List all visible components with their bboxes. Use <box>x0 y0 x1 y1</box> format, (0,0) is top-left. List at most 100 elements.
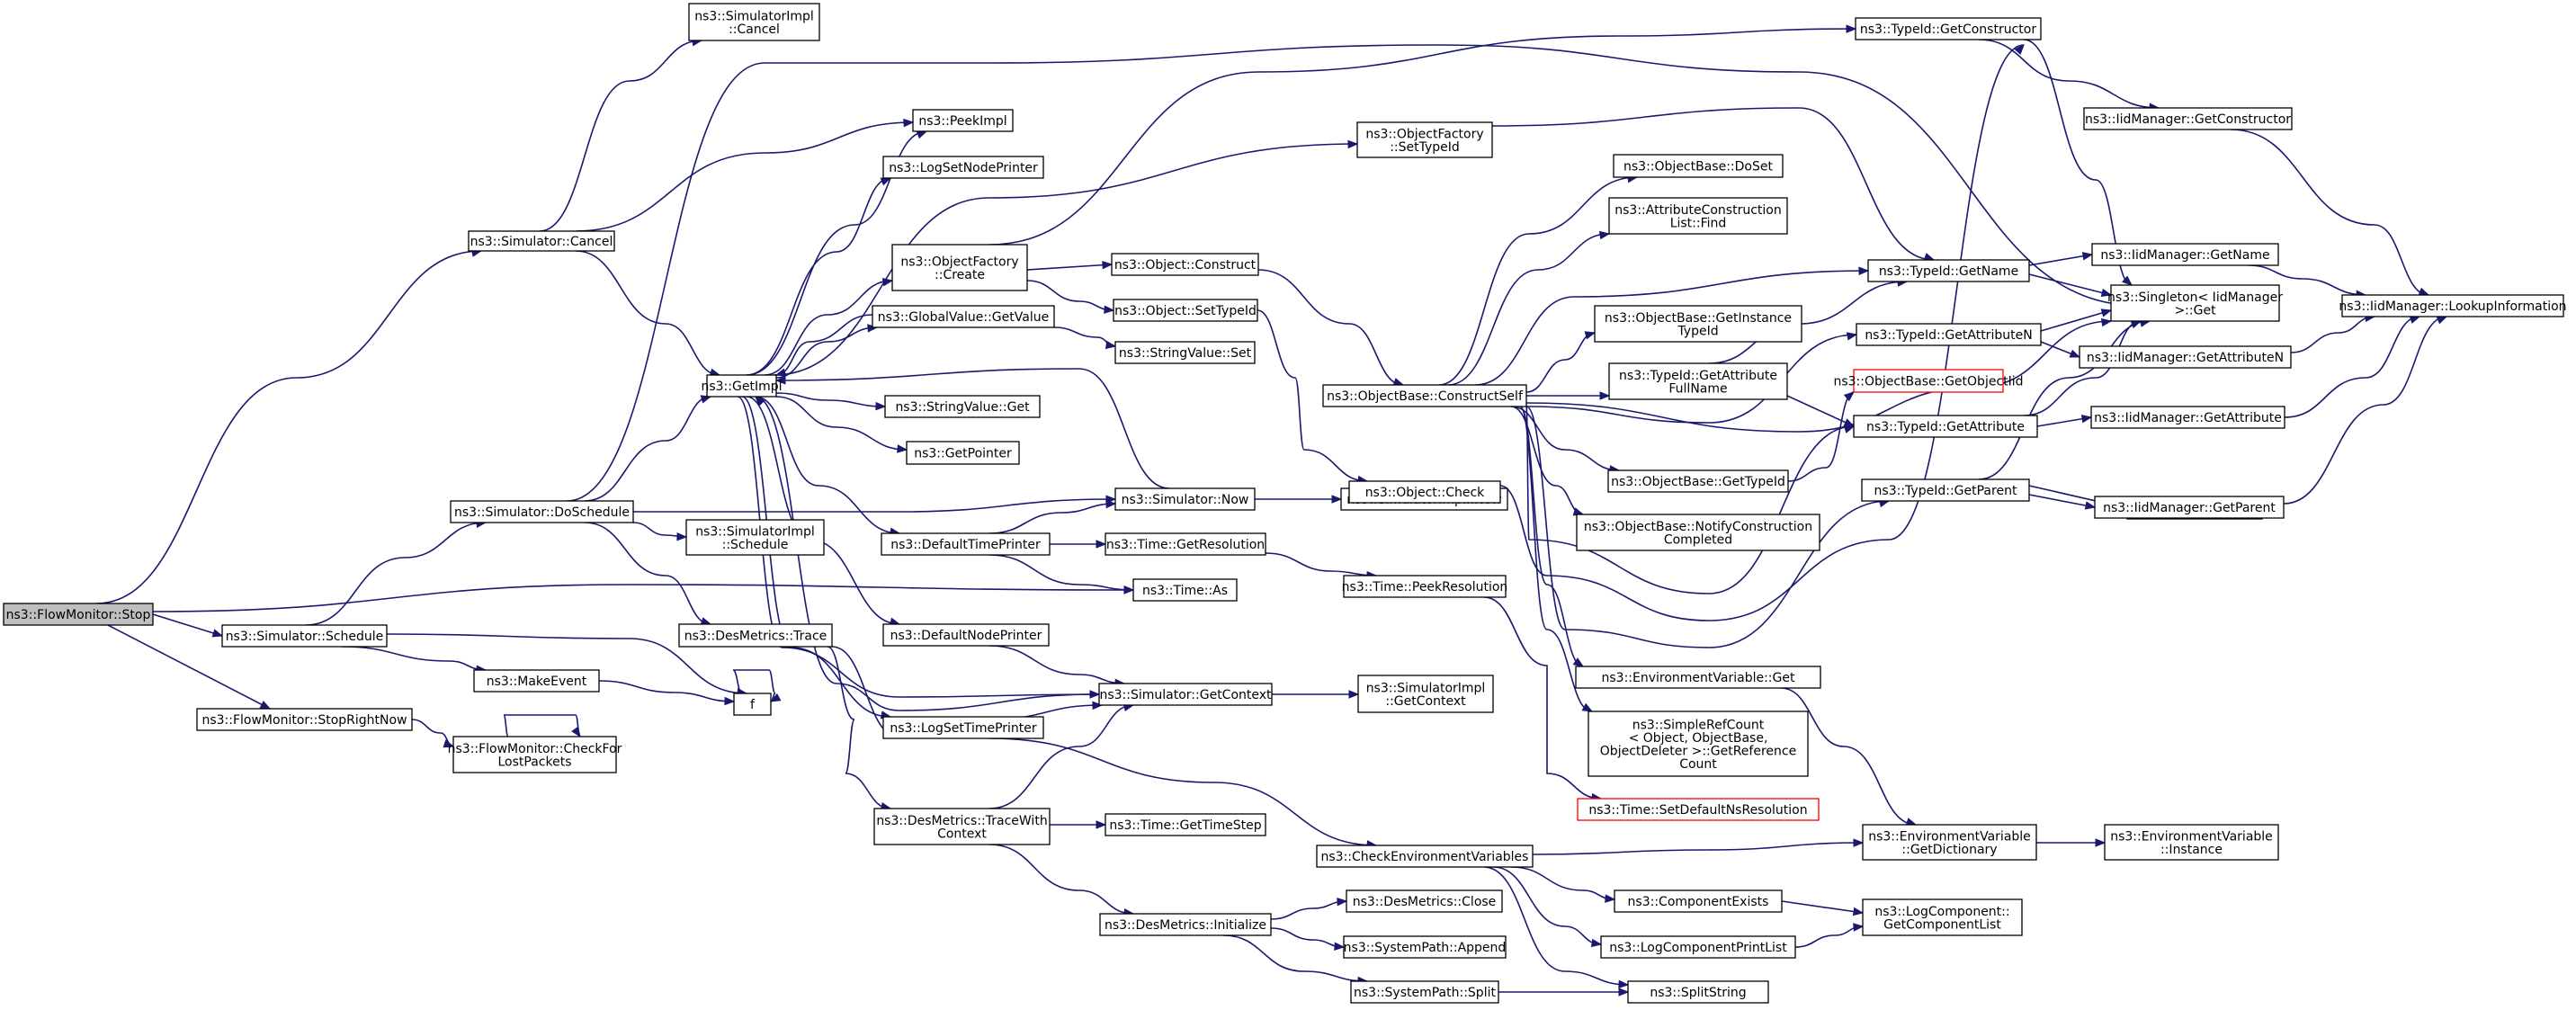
node-object_check[interactable]: ns3::Object::Check <box>1348 480 1501 504</box>
node-box[interactable] <box>452 736 617 773</box>
node-simulator_doschedule[interactable]: ns3::Simulator::DoSchedule <box>450 500 634 523</box>
node-box[interactable] <box>1114 341 1256 364</box>
node-box[interactable] <box>1114 487 1256 511</box>
node-time_gettimestep[interactable]: ns3::Time::GetTimeStep <box>1105 813 1266 836</box>
node-environmentvariable_get[interactable]: ns3::EnvironmentVariable::Get <box>1575 666 1821 689</box>
node-box[interactable] <box>688 3 820 41</box>
node-box[interactable] <box>1105 532 1266 556</box>
node-globalvalue_getvalue[interactable]: ns3::GlobalValue::GetValue <box>872 305 1055 328</box>
node-box[interactable] <box>1343 935 1507 959</box>
node-box[interactable] <box>1614 889 1783 913</box>
node-box[interactable] <box>2094 496 2285 519</box>
node-box[interactable] <box>1343 575 1507 598</box>
node-iidmanager_getconstructor[interactable]: ns3::IidManager::GetConstructor <box>2083 107 2293 130</box>
node-box[interactable] <box>882 716 1044 739</box>
node-box[interactable] <box>1588 711 1809 777</box>
node-environmentvariable_getdictionary[interactable]: ns3::EnvironmentVariable::GetDictionary <box>1862 824 2037 861</box>
node-box[interactable] <box>468 230 615 252</box>
node-flowmonitor_stoprightnow[interactable]: ns3::FlowMonitor::StopRightNow <box>196 708 413 731</box>
node-getpointer[interactable]: ns3::GetPointer <box>906 441 1020 465</box>
node-box[interactable] <box>1627 980 1769 1004</box>
node-box[interactable] <box>1346 889 1503 913</box>
node-box[interactable] <box>1607 469 1789 493</box>
node-box[interactable] <box>2090 406 2285 429</box>
node-object_settypeid[interactable]: ns3::Object::SetTypeId <box>1113 299 1258 322</box>
node-objectfactory_settypeid[interactable]: ns3::ObjectFactory::SetTypeId <box>1356 121 1493 158</box>
node-box[interactable] <box>678 623 833 648</box>
node-desmetrics_close[interactable]: ns3::DesMetrics::Close <box>1346 889 1503 913</box>
node-box[interactable] <box>2104 824 2279 861</box>
node-iidmanager_lookupinformation[interactable]: ns3::IidManager::LookupInformation <box>2339 294 2567 317</box>
node-objectbase_notifyconstructioncompleted[interactable]: ns3::ObjectBase::NotifyConstructionCompl… <box>1576 514 1820 551</box>
node-object_construct[interactable]: ns3::Object::Construct <box>1111 253 1259 276</box>
node-iidmanager_getname[interactable]: ns3::IidManager::GetName <box>2091 243 2279 266</box>
node-box[interactable] <box>1350 980 1499 1004</box>
node-box[interactable] <box>1099 913 1272 936</box>
node-flowmonitor_stop[interactable]: ns3::FlowMonitor::Stop <box>3 603 154 626</box>
node-box[interactable] <box>450 500 634 523</box>
node-box[interactable] <box>706 374 777 398</box>
node-iidmanager_getattributen[interactable]: ns3::IidManager::GetAttributeN <box>2079 345 2292 369</box>
node-box[interactable] <box>1613 154 1784 178</box>
node-iidmanager_getparent[interactable]: ns3::IidManager::GetParent <box>2094 496 2285 519</box>
node-box[interactable] <box>912 109 1014 132</box>
node-simulatorimpl_schedule[interactable]: ns3::SimulatorImpl::Schedule <box>685 519 825 556</box>
node-simulator_schedule[interactable]: ns3::Simulator::Schedule <box>221 624 388 648</box>
node-simulator_getcontext[interactable]: ns3::Simulator::GetContext <box>1098 683 1273 706</box>
node-box[interactable] <box>221 624 388 648</box>
node-simulatorimpl_getcontext[interactable]: ns3::SimulatorImpl::GetContext <box>1357 675 1494 713</box>
node-box[interactable] <box>882 623 1050 647</box>
node-logcomponent_getcomponentlist[interactable]: ns3::LogComponent::GetComponentList <box>1862 898 2023 936</box>
node-box[interactable] <box>1576 514 1820 551</box>
node-box[interactable] <box>1608 197 1788 235</box>
node-time_as[interactable]: ns3::Time::As <box>1132 578 1238 602</box>
node-box[interactable] <box>2110 284 2280 322</box>
node-defaultnodeprinter[interactable]: ns3::DefaultNodePrinter <box>882 623 1050 647</box>
node-systempath_append[interactable]: ns3::SystemPath::Append <box>1343 935 1507 959</box>
node-box[interactable] <box>873 808 1051 845</box>
node-simulator_cancel[interactable]: ns3::Simulator::Cancel <box>468 230 615 252</box>
node-box[interactable] <box>1113 299 1258 322</box>
node-box[interactable] <box>1853 415 2038 438</box>
node-box[interactable] <box>906 441 1020 465</box>
node-simplerefcount_getreferencecount[interactable]: ns3::SimpleRefCount< Object, ObjectBase,… <box>1588 711 1809 777</box>
node-box[interactable] <box>1861 478 2030 502</box>
node-box[interactable] <box>1575 666 1821 689</box>
node-time_getresolution[interactable]: ns3::Time::GetResolution <box>1105 532 1266 556</box>
node-box[interactable] <box>1867 259 2030 282</box>
node-logsettimeprinter[interactable]: ns3::LogSetTimePrinter <box>882 716 1044 739</box>
node-box[interactable] <box>2083 107 2293 130</box>
node-box[interactable] <box>733 693 772 716</box>
node-box[interactable] <box>1316 845 1534 868</box>
node-box[interactable] <box>2091 243 2279 266</box>
node-stringvalue_get[interactable]: ns3::StringValue::Get <box>884 395 1041 418</box>
node-f[interactable]: f <box>733 693 772 716</box>
node-checkenvironmentvariables[interactable]: ns3::CheckEnvironmentVariables <box>1316 845 1534 868</box>
node-box[interactable] <box>1862 898 2023 936</box>
node-box[interactable] <box>882 156 1044 179</box>
node-box[interactable] <box>1600 935 1796 959</box>
node-objectbase_gettypeid[interactable]: ns3::ObjectBase::GetTypeId <box>1607 469 1789 493</box>
node-desmetrics_initialize[interactable]: ns3::DesMetrics::Initialize <box>1099 913 1272 936</box>
node-objectbase_doset[interactable]: ns3::ObjectBase::DoSet <box>1613 154 1784 178</box>
node-box[interactable] <box>884 395 1041 418</box>
node-box[interactable] <box>1111 253 1259 276</box>
node-box[interactable] <box>196 708 413 731</box>
node-environmentvariable_instance[interactable]: ns3::EnvironmentVariable::Instance <box>2104 824 2279 861</box>
node-box[interactable] <box>2079 345 2292 369</box>
node-box[interactable] <box>1856 323 2042 346</box>
node-box[interactable] <box>1357 675 1494 713</box>
node-getimpl[interactable]: ns3::GetImpl <box>701 374 783 398</box>
node-objectbase_constructself[interactable]: ns3::ObjectBase::ConstructSelf <box>1322 384 1527 407</box>
node-box[interactable] <box>1105 813 1266 836</box>
node-logsetnodeprinter[interactable]: ns3::LogSetNodePrinter <box>882 156 1044 179</box>
node-time_peekresolution[interactable]: ns3::Time::PeekResolution <box>1342 575 1508 598</box>
node-box[interactable] <box>1853 369 2004 393</box>
node-iidmanager_getattribute[interactable]: ns3::IidManager::GetAttribute <box>2090 406 2285 429</box>
node-stringvalue_set[interactable]: ns3::StringValue::Set <box>1114 341 1256 364</box>
